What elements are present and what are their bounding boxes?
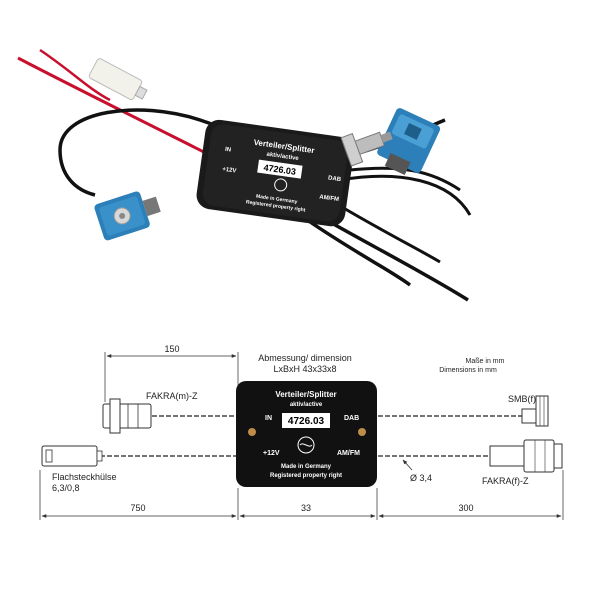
mount-hole-right-icon <box>358 428 366 436</box>
fakra-male-photo <box>94 191 161 241</box>
label-diameter: Ø 3,4 <box>410 473 432 483</box>
box-made-in: Made in Germany <box>281 464 332 470</box>
label-fakra-m: FAKRA(m)-Z <box>146 391 198 401</box>
dim-label-150: 150 <box>164 344 179 354</box>
box-subtitle: aktiv/active <box>290 402 323 408</box>
photo-port-amfm: AM/FM <box>319 194 339 203</box>
photo-box-subtitle: aktiv/active <box>266 152 300 163</box>
box-property: Registered property right <box>270 473 342 479</box>
box-port-dab: DAB <box>344 415 359 422</box>
photo-port-dab: DAB <box>328 175 342 183</box>
box-title: Verteiler/Splitter <box>275 390 336 399</box>
logo-icon <box>297 436 315 454</box>
dimension-caption-1: Abmessung/ dimension <box>258 353 352 363</box>
dim-label-750: 750 <box>130 503 145 513</box>
mount-hole-left-icon <box>248 428 256 436</box>
fakra-female-connector <box>489 439 563 473</box>
splitter-box: Verteiler/Splitter aktiv/active 4726.03 … <box>236 381 377 487</box>
splitter-box-photo: Verteiler/Splitter aktiv/active 4726.03 … <box>196 119 354 227</box>
smb-connector <box>521 395 549 427</box>
photo-port-power: +12V <box>222 167 237 175</box>
photo-part-number: 4726.03 <box>263 162 297 176</box>
label-smb: SMB(f) <box>508 394 536 404</box>
fakra-female-photo <box>377 108 441 176</box>
label-flach-2: 6,3/0,8 <box>52 483 80 493</box>
product-photo: Verteiler/Splitter aktiv/active 4726.03 … <box>17 48 472 302</box>
units-en: Dimensions in mm <box>439 367 497 374</box>
flat-connector <box>41 445 103 467</box>
dim-label-33: 33 <box>301 503 311 513</box>
photo-port-in: IN <box>225 147 232 154</box>
units-de: Maße in mm <box>466 358 505 365</box>
flat-connector-photo <box>88 58 148 101</box>
box-port-power: +12V <box>263 450 280 457</box>
box-part-number: 4726.03 <box>288 416 325 427</box>
box-port-in: IN <box>265 415 272 422</box>
dim-label-300: 300 <box>458 503 473 513</box>
fakra-male-connector <box>102 398 152 434</box>
box-port-amfm: AM/FM <box>337 450 360 457</box>
dimension-caption-2: LxBxH 43x33x8 <box>273 364 336 374</box>
label-fakra-f: FAKRA(f)-Z <box>482 476 529 486</box>
photo-made-in: Made in Germany <box>256 194 298 206</box>
logo-icon <box>274 178 288 192</box>
smb-connector-photo <box>340 131 393 167</box>
diameter-leader <box>402 459 413 471</box>
technical-drawing: Abmessung/ dimension LxBxH 43x33x8 Maße … <box>39 344 564 520</box>
label-flach-1: Flachsteckhülse <box>52 472 117 482</box>
